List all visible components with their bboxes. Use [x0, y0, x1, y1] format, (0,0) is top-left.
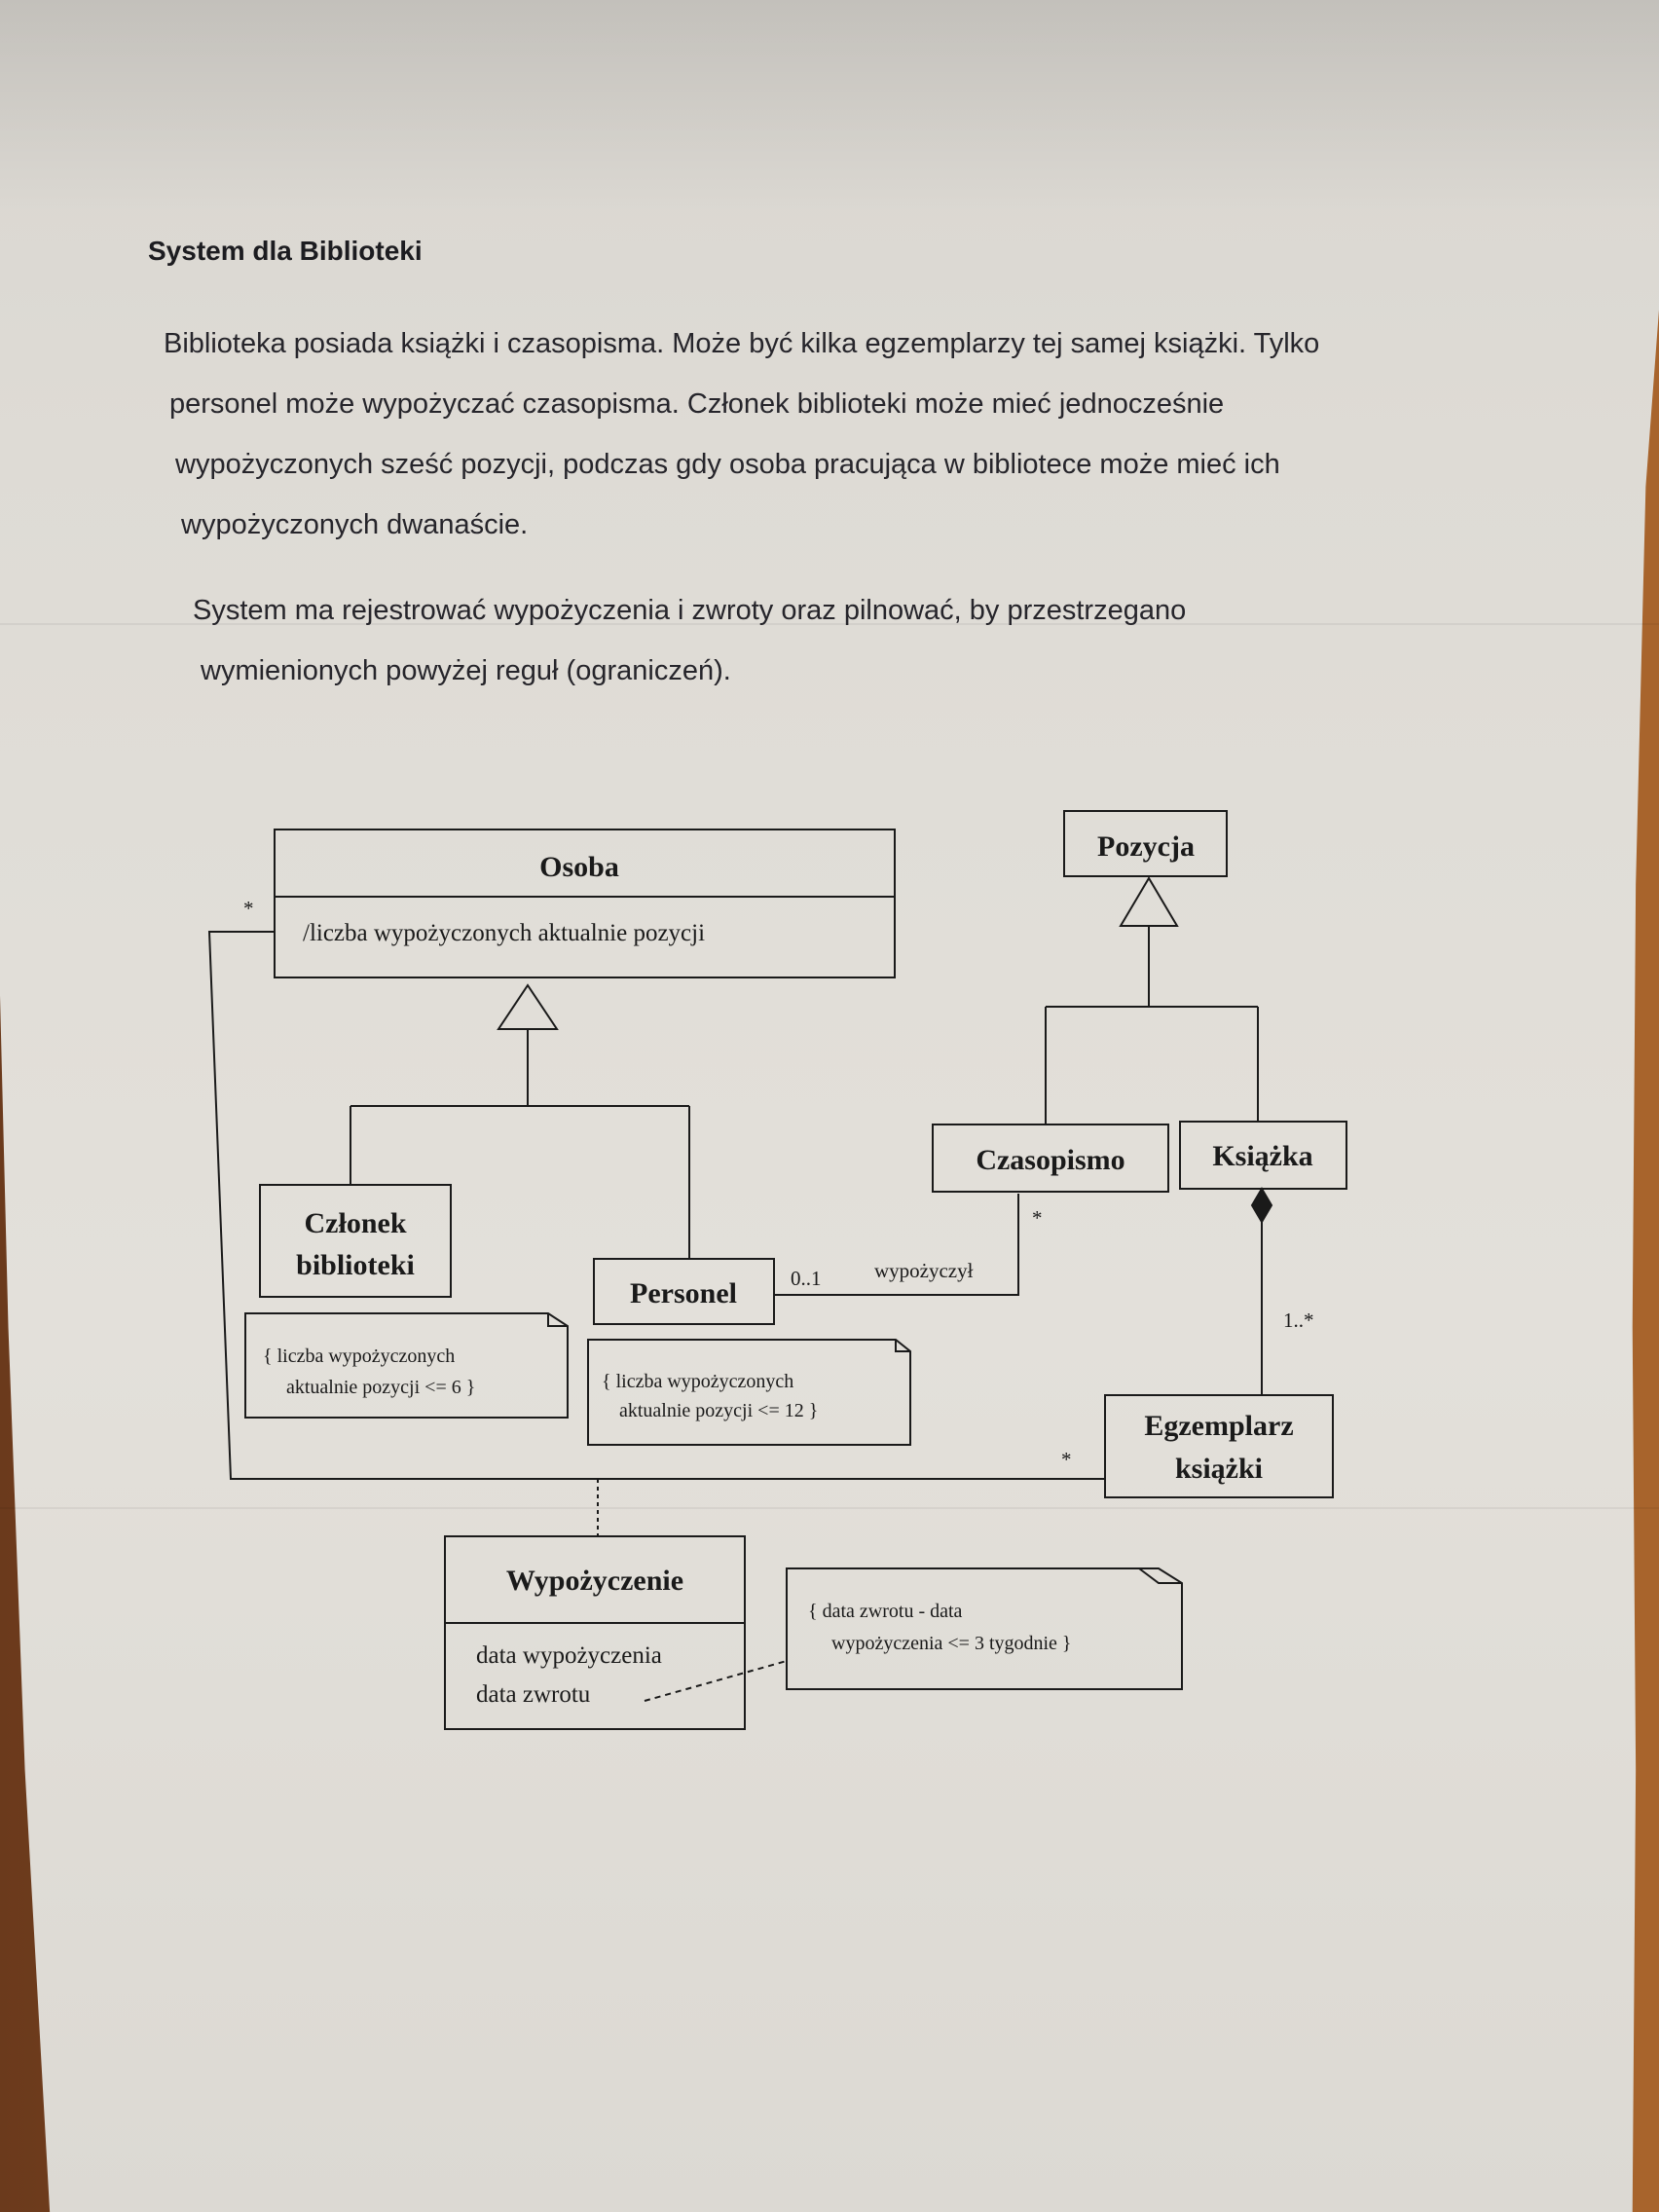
note-czlonek-line: aktualnie pozycji <= 6 } [286, 1377, 475, 1398]
paper-fold [0, 623, 1659, 625]
class-czlonek-name-line1: Członek [305, 1207, 407, 1239]
paragraph-intro: Biblioteka posiada książki i czasopisma.… [164, 313, 1429, 555]
class-pozycja-name: Pozycja [1097, 830, 1195, 863]
class-personel [593, 1258, 775, 1325]
note-date-line: { data zwrotu - data [808, 1601, 963, 1622]
class-wypozyczenie-attribute: data zwrotu [476, 1681, 591, 1708]
class-ksiazka-name: Książka [1212, 1140, 1312, 1172]
paragraph-line: wypożyczonych dwanaście. [181, 509, 529, 540]
composition-diamond [1250, 1187, 1273, 1224]
paragraph-line: System ma rejestrować wypożyczenia i zwr… [193, 595, 1187, 626]
multiplicity-osoba: * [243, 897, 254, 920]
class-egzemplarz-ksiazki [1104, 1394, 1334, 1498]
association-osoba-egzemplarz [207, 931, 1105, 1480]
class-czlonek-name-line2: biblioteki [296, 1249, 415, 1281]
class-wypozyczenie-name: Wypożyczenie [506, 1565, 683, 1597]
association-wypozyczyl [774, 1194, 1019, 1296]
paragraph-line: personel może wypożyczać czasopisma. Czł… [169, 388, 1225, 420]
generalization-triangle [1119, 876, 1179, 927]
class-personel-name: Personel [630, 1277, 737, 1309]
class-czasopismo [932, 1124, 1169, 1193]
generalization-triangle [497, 983, 559, 1030]
paragraph-line: Biblioteka posiada książki i czasopisma.… [164, 328, 1320, 359]
note-czlonek [244, 1312, 569, 1419]
class-osoba [274, 829, 896, 978]
paragraph-line: wypożyczonych sześć pozycji, podczas gdy… [175, 449, 1280, 480]
class-pozycja [1063, 810, 1228, 877]
class-egzemplarz-name-line1: Egzemplarz [1144, 1410, 1293, 1442]
class-czlonek-biblioteki [259, 1184, 452, 1298]
class-wypozyczenie-attribute: data wypożyczenia [476, 1642, 662, 1669]
multiplicity-egzemplarz-ksiazka: 1..* [1283, 1309, 1314, 1332]
multiplicity-personel: 0..1 [791, 1267, 822, 1290]
note-date-line: wypożyczenia <= 3 tygodnie } [831, 1633, 1072, 1654]
association-name-wypozyczyl: wypożyczył [874, 1259, 974, 1282]
note-czlonek-line: { liczba wypożyczonych [263, 1346, 455, 1367]
note-personel-line: { liczba wypożyczonych [602, 1371, 793, 1392]
class-osoba-name: Osoba [539, 851, 619, 883]
document-title: System dla Biblioteki [148, 236, 423, 266]
paper-shadow [0, 0, 1659, 214]
note-personel-line: aktualnie pozycji <= 12 } [619, 1400, 818, 1421]
multiplicity-egzemplarz: * [1061, 1448, 1072, 1471]
class-osoba-attribute: /liczba wypożyczonych aktualnie pozycji [303, 920, 705, 946]
class-wypozyczenie [444, 1535, 746, 1730]
class-czasopismo-name: Czasopismo [976, 1144, 1124, 1176]
class-ksiazka [1179, 1121, 1347, 1190]
note-link [644, 1660, 788, 1702]
note-date-constraint [786, 1567, 1183, 1690]
paper-fold [0, 1507, 1659, 1509]
multiplicity-czasopismo: * [1032, 1206, 1043, 1230]
class-egzemplarz-name-line2: książki [1175, 1453, 1263, 1485]
paragraph-requirements: System ma rejestrować wypożyczenia i zwr… [193, 580, 1458, 701]
note-personel [587, 1339, 911, 1446]
paragraph-line: wymienionych powyżej reguł (ograniczeń). [201, 655, 731, 686]
